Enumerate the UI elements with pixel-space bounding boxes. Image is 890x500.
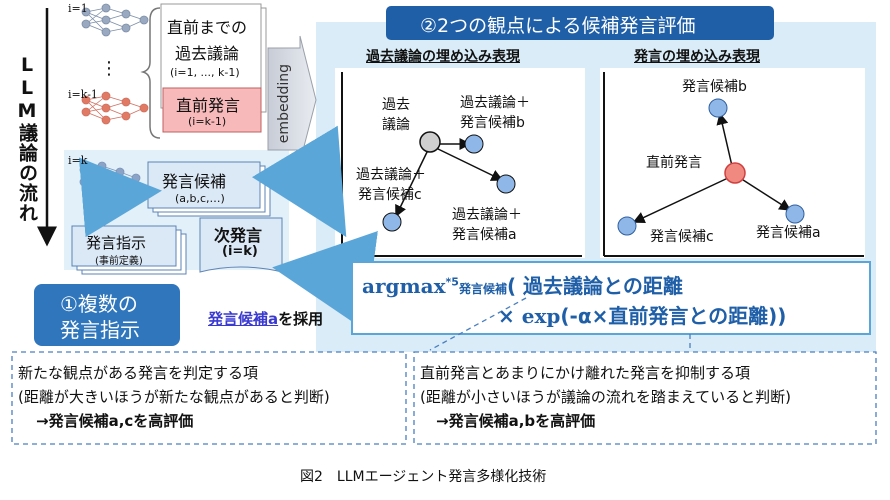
right-arrow-to-a — [739, 177, 792, 211]
right-point-a — [785, 204, 805, 224]
multi-line-1: ①複数の — [60, 292, 138, 316]
past-title-1: 直前までの — [167, 18, 248, 37]
net-dots: ⋮ — [100, 58, 118, 79]
box-left-line-1: 新たな観点がある発言を判定する項 — [18, 364, 259, 382]
figure-caption: 図2 LLMエージェント発言多様化技術 — [300, 469, 547, 485]
embedding-label: embedding — [276, 64, 292, 144]
curve-arrow-formula-to-next — [272, 231, 378, 331]
formula-exp: exp — [521, 304, 561, 328]
net-label-k: i=k — [68, 154, 88, 167]
left-arrow-to-a — [435, 147, 504, 181]
network-icon-k1 — [81, 91, 149, 125]
next-sub: (i=k) — [222, 244, 258, 259]
left-origin-1: 過去 — [382, 97, 410, 113]
prev-sub: (i=k-1) — [188, 115, 227, 128]
right-point-center — [724, 162, 746, 184]
box-left-line-3: →発言候補a,cを高評価 — [36, 412, 194, 430]
right-arrow-to-c — [632, 177, 729, 223]
left-point-c — [382, 212, 402, 232]
box-right-line-3: →発言候補a,bを高評価 — [436, 412, 596, 430]
left-c-1: 過去議論＋ — [356, 167, 426, 183]
left-point-origin — [419, 131, 441, 153]
multi-instruction-box — [34, 284, 180, 346]
brace — [140, 7, 161, 139]
dash-connector-left — [429, 297, 527, 351]
candidates-title: 発言候補 — [162, 172, 227, 191]
multi-line-2: 発言指示 — [60, 318, 140, 342]
instructions-title: 発言指示 — [86, 234, 147, 252]
left-b-2: 発言候補b — [460, 115, 525, 131]
prev-doc — [162, 87, 262, 133]
candidate-doc-1 — [147, 161, 261, 209]
left-point-a — [496, 174, 516, 194]
prev-title: 直前発言 — [176, 96, 241, 115]
curve-arrow-candidates-to-eval — [251, 125, 347, 238]
formula-times-1: × — [498, 304, 515, 328]
left-c-2: 発言候補c — [358, 187, 422, 203]
instructions-sub: (事前定義) — [95, 256, 143, 267]
right-point-b — [708, 98, 728, 118]
box-left-line-2: (距離が大きいほうが新たな観点があると判断) — [18, 388, 330, 406]
curve-arrow-instructions-to-candidates — [78, 157, 162, 238]
network-icon-1 — [81, 3, 149, 37]
box-right-line-1: 直前発言とあまりにかけ離れた発言を抑制する項 — [420, 364, 751, 382]
adopt-label: 発言候補aを採用 — [208, 308, 323, 329]
adopt-highlight: 発言候補a — [208, 310, 279, 328]
formula-line-2: × exp(-α×直前発言との距離)) — [498, 300, 786, 329]
eval-title: ②2つの観点による候補発言評価 — [420, 15, 696, 37]
past-title-2: 過去議論 — [175, 44, 240, 63]
left-b-1: 過去議論＋ — [460, 95, 530, 111]
formula-term-1: ( 過去議論との距離 — [506, 274, 683, 298]
right-a-label: 発言候補a — [756, 225, 821, 241]
right-b-label: 発言候補b — [682, 79, 747, 95]
formula-times-2: × — [591, 304, 609, 328]
formula-box — [351, 261, 871, 335]
left-a-1: 過去議論＋ — [452, 207, 522, 223]
box-right-line-2: (距離が小さいほうが議論の流れを踏まえていると判断) — [420, 388, 791, 406]
flow-label: LLM議論の流れ — [16, 54, 38, 223]
explanation-box-left — [11, 351, 407, 445]
net-label-1: i=1 — [68, 2, 88, 15]
left-a-2: 発言候補a — [452, 227, 517, 243]
left-arrow-to-c — [395, 149, 429, 218]
right-arrow-to-b — [716, 112, 733, 167]
right-panel-title: 発言の埋め込み表現 — [634, 49, 760, 65]
formula-argmax: argmax — [362, 274, 446, 298]
formula-term-2a: (-α — [560, 304, 592, 328]
left-panel-title: 過去議論の埋め込み表現 — [366, 49, 520, 65]
net-label-k1: i=k-1 — [68, 88, 98, 101]
candidates-sub: (a,b,c,…) — [175, 192, 225, 205]
formula-sub: 発言候補 — [458, 282, 507, 296]
left-origin-2: 議論 — [382, 117, 410, 133]
explanation-box-right — [413, 351, 877, 445]
past-range: (i=1, ..., k-1) — [170, 66, 240, 79]
eval-title-bar — [386, 6, 774, 40]
left-point-b — [464, 134, 484, 154]
formula-line-1: argmax*5発言候補( 過去議論との距離 — [362, 270, 683, 299]
formula-sup: *5 — [445, 275, 459, 289]
next-title: 次発言 — [214, 226, 263, 245]
right-c-label: 発言候補c — [650, 229, 714, 245]
adopt-rest: を採用 — [278, 310, 324, 328]
formula-term-2b: 直前発言との距離)) — [608, 304, 787, 328]
right-center-label: 直前発言 — [646, 155, 702, 171]
right-point-c — [617, 216, 637, 236]
left-plot-panel — [335, 68, 585, 258]
